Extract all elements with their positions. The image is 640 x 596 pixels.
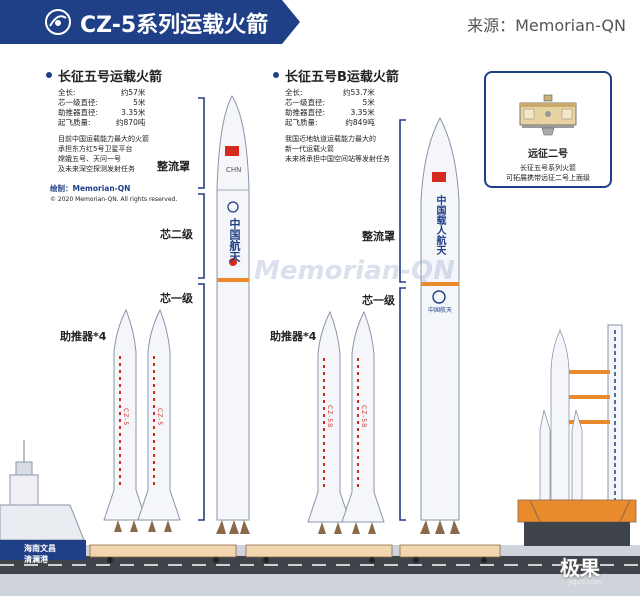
cnsa-logo-icon — [45, 9, 71, 35]
rocket-a-core — [216, 95, 250, 534]
rocket-a-country-mark: CHN — [226, 166, 242, 174]
rocket-b-core — [420, 116, 460, 534]
drawing-credit: 绘制：Memorian-QN — [50, 184, 131, 193]
bullet-icon — [273, 72, 279, 78]
rocket-b-title: 长征五号B运载火箭 — [285, 70, 399, 85]
rocket-a-core2-label: 芯二级 — [160, 228, 193, 241]
spec-row: 芯一级直径:5米 — [58, 98, 146, 107]
copyright-note: © 2020 Memorian-QN. All rights reserved. — [50, 196, 178, 203]
transport-trailer — [399, 544, 501, 563]
rocket-a-booster — [103, 308, 147, 532]
corner-brand-logo: 极果 — [560, 556, 600, 580]
rocket-a-specs: 全长:约57米 芯一级直径:5米 助推器直径:3.35米 起飞质量:约870吨 — [58, 88, 149, 128]
ship-port: 清澜港 — [24, 555, 48, 564]
upper-stage-panel: 远征二号 长征五号系列火箭 可拓展携带远征二号上面级 — [484, 71, 612, 188]
transport-ship — [0, 440, 86, 560]
rocket-b-emblem-text: 中国航天 — [428, 307, 453, 314]
transport-trailer — [89, 544, 237, 563]
spec-row: 助推器直径:3.35米 — [285, 108, 375, 117]
spec-row: 芯一级直径:5米 — [285, 98, 375, 107]
rocket-b-boosters-label: 助推器*4 — [270, 330, 317, 343]
watermark: Memorian-QN — [254, 256, 455, 286]
launch-tower — [517, 324, 637, 546]
upper-stage-title: 远征二号 — [528, 149, 568, 160]
rocket-a-booster-mark: CZ-5 — [156, 408, 163, 427]
rocket-a-title: 长征五号运载火箭 — [58, 70, 163, 85]
corner-brand-url: jiguo.com — [568, 578, 603, 586]
rocket-a-body-text: 中国航天 — [228, 218, 241, 262]
upper-stage-note: 长征五号系列火箭 可拓展携带远征二号上面级 — [506, 164, 590, 182]
page-title: CZ-5系列运载火箭 — [80, 13, 269, 38]
bullet-icon — [46, 72, 52, 78]
rocket-a-fairing-label: 整流罩 — [157, 160, 190, 173]
spec-row: 全长:约57米 — [58, 88, 146, 97]
rocket-b-description: 我国近地轨道运载能力最大的 新一代运载火箭 未来将承担中国空间站等发射任务 — [285, 135, 390, 163]
spec-row: 助推器直径:3.35米 — [58, 108, 146, 117]
yuanzheng-2-illustration — [519, 94, 577, 136]
rocket-b-booster-mark: CZ-5B — [360, 405, 367, 429]
rocket-b-body-text: 中国载人航天 — [434, 195, 445, 255]
rocket-a-description: 目前中国运载能力最大的火箭 承担东方红5号卫星平台 嫦娥五号、天问一号 及未来深… — [58, 135, 149, 173]
source-credit: 来源：Memorian-QN — [467, 16, 626, 35]
rocket-b-booster-mark: CZ-5B — [326, 405, 333, 429]
ship-name: 海南文昌 — [24, 544, 56, 553]
rocket-a-booster-mark: CZ-5 — [122, 408, 129, 427]
spec-row: 全长:约53.7米 — [285, 88, 375, 97]
rocket-b-booster — [307, 310, 351, 534]
rocket-b-fairing-label: 整流罩 — [362, 230, 395, 243]
rocket-b-specs: 全长:约53.7米 芯一级直径:5米 助推器直径:3.35米 起飞质量:约849… — [285, 88, 379, 128]
spec-row: 起飞质量:约870吨 — [58, 118, 146, 127]
rocket-b-booster — [341, 310, 385, 534]
rocket-a-booster — [137, 308, 181, 532]
spec-row: 起飞质量:约849吨 — [285, 118, 375, 127]
rocket-a-boosters-label: 助推器*4 — [60, 330, 107, 343]
rocket-b-core1-label: 芯一级 — [362, 294, 395, 307]
header-banner — [0, 0, 300, 44]
rocket-a-core1-label: 芯一级 — [160, 292, 193, 305]
transport-trailer — [245, 544, 393, 563]
